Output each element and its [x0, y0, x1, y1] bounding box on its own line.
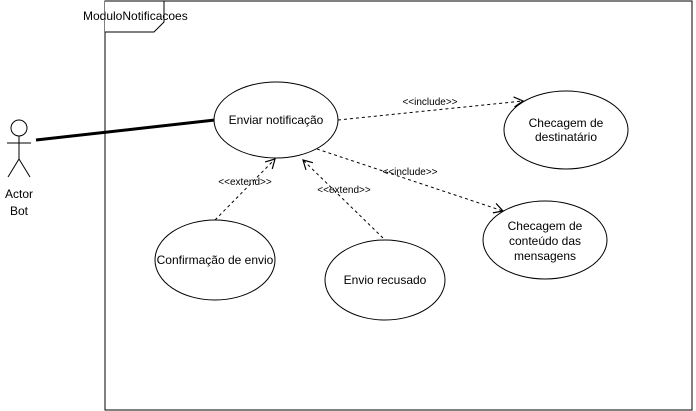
actor-right-leg [18, 158, 31, 178]
include-label-destinatario: <<include>> [402, 97, 457, 108]
actor-left-leg [7, 158, 20, 178]
use-case-destinatario-line1: Checagem de [529, 116, 604, 130]
use-case-confirmacao-envio[interactable]: Confirmação de envio [154, 219, 276, 301]
use-case-recusado-label: Envio recusado [344, 273, 427, 287]
actor-label-line2: Bot [10, 204, 29, 218]
extend-label-recusado: <<extend>> [317, 185, 371, 196]
use-case-enviar-label: Enviar notificação [229, 113, 324, 127]
use-case-confirmacao-label: Confirmação de envio [157, 253, 274, 267]
use-case-conteudo-line2: conteúdo das [509, 234, 581, 248]
system-frame[interactable]: ModuloNotificacoes [83, 0, 693, 411]
use-case-enviar-notificacao[interactable]: Enviar notificação [213, 81, 339, 159]
use-case-destinatario-line2: destinatário [535, 130, 597, 144]
extend-arrow-confirmacao[interactable] [214, 158, 276, 221]
extend-label-confirmacao: <<extend>> [218, 177, 272, 188]
actor-bot[interactable]: Actor Bot [5, 119, 33, 218]
actor-label-line1: Actor [5, 187, 33, 201]
include-arrow-conteudo[interactable] [316, 148, 505, 214]
use-case-checagem-destinatario[interactable]: Checagem de destinatário [503, 90, 629, 170]
use-case-envio-recusado[interactable]: Envio recusado [324, 239, 446, 321]
use-case-conteudo-line3: mensagens [514, 249, 576, 263]
use-case-checagem-conteudo[interactable]: Checagem de conteúdo das mensagens [482, 200, 608, 280]
frame-title-tab [105, 0, 165, 33]
include-arrow-destinatario[interactable] [337, 96, 525, 121]
use-case-conteudo-line1: Checagem de [508, 219, 583, 233]
association-line[interactable] [35, 118, 216, 142]
actor-head [10, 119, 28, 137]
extend-arrow-recusado[interactable] [302, 159, 384, 239]
include-label-conteudo: <<include>> [382, 167, 437, 178]
frame-title: ModuloNotificacoes [83, 9, 188, 23]
